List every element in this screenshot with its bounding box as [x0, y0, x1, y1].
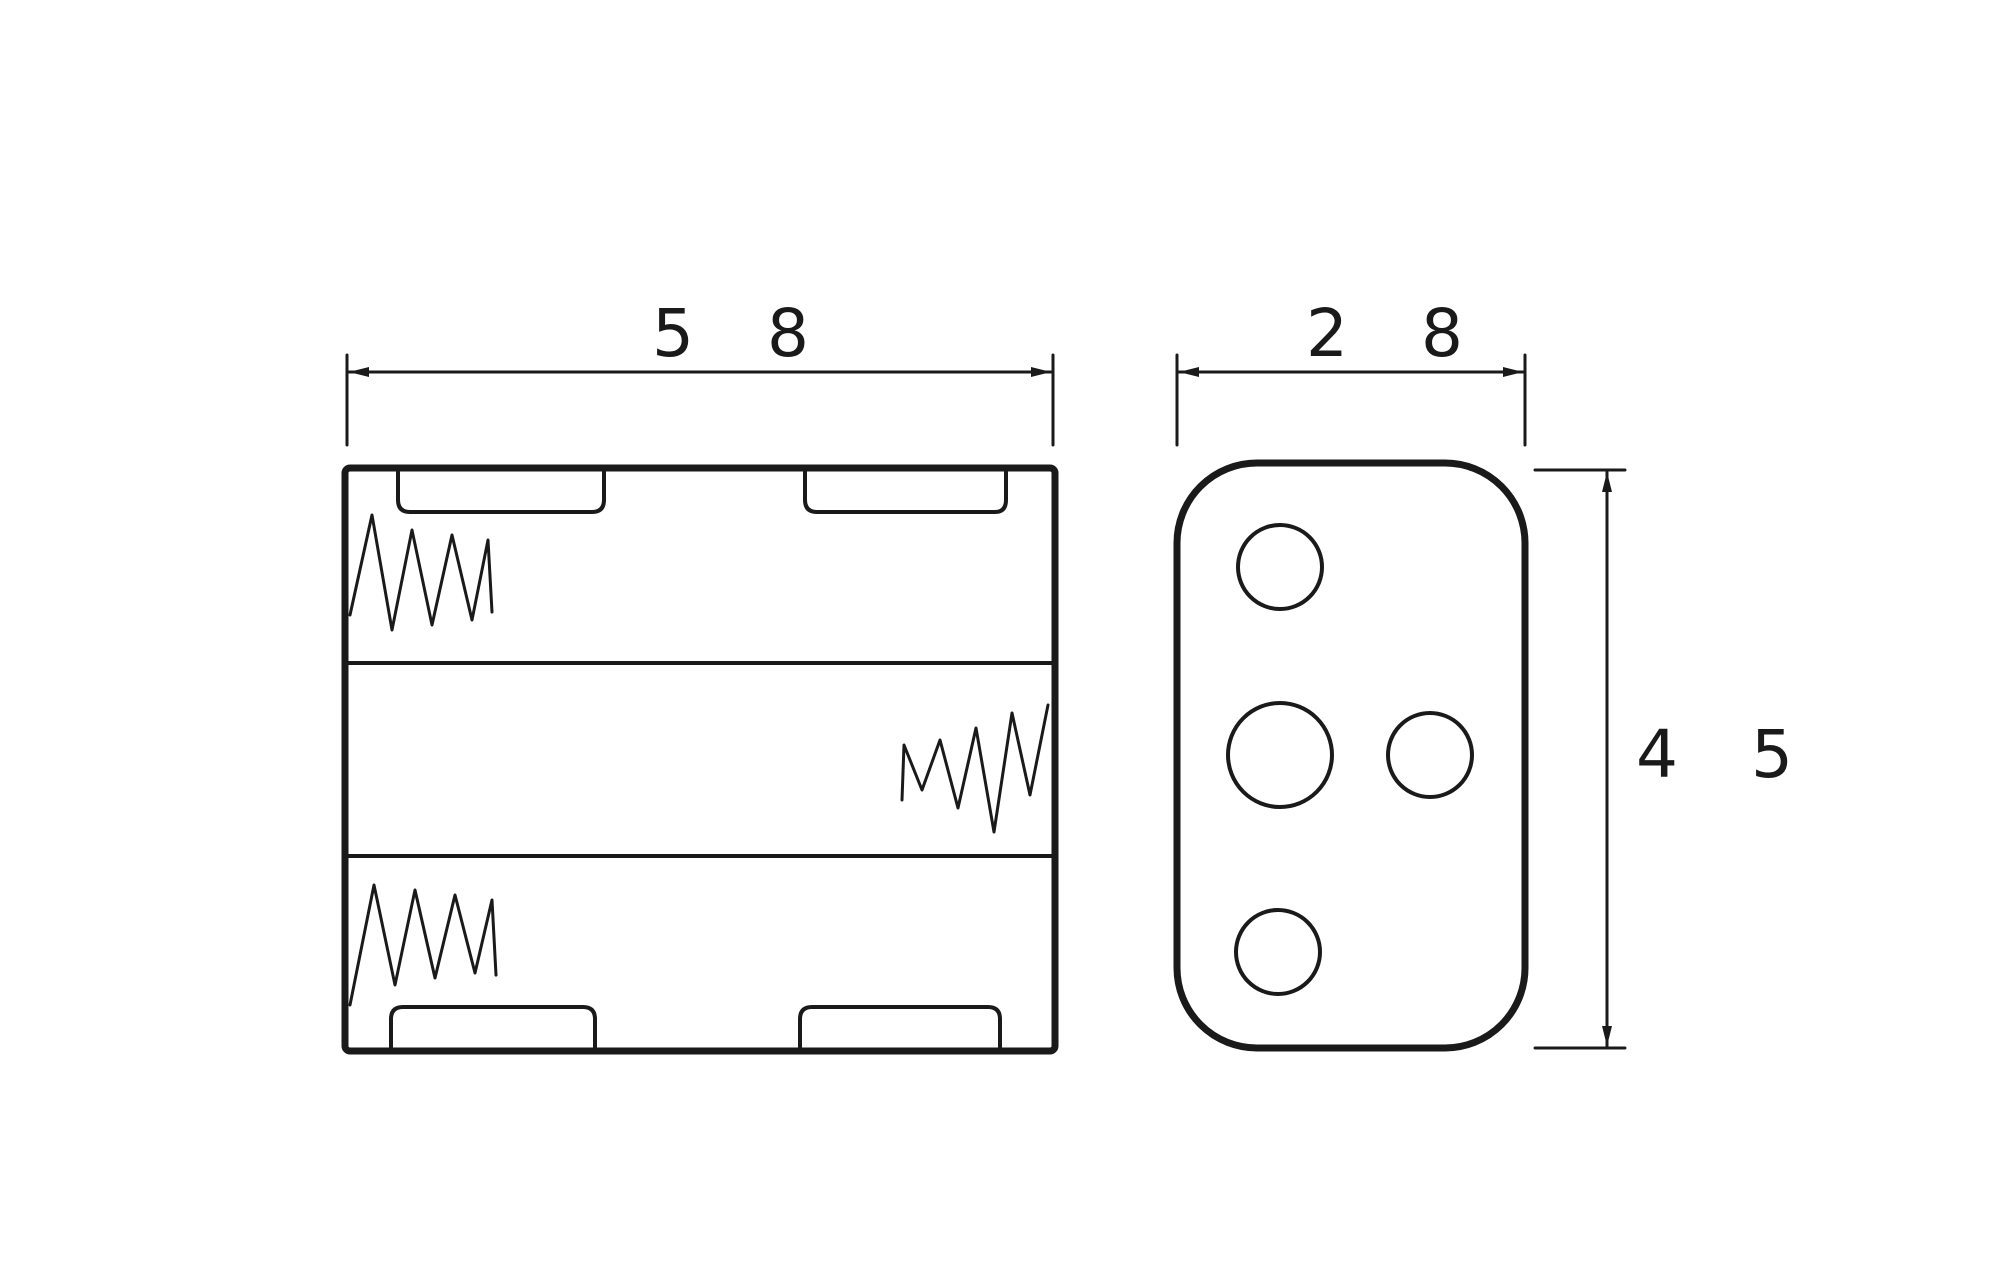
spring-bottom-left [348, 883, 498, 1007]
top-clip-left [396, 470, 606, 514]
front-width-label: 5 8 [652, 295, 835, 372]
front-width-dimension: 5 8 [345, 295, 1055, 447]
end-view: 2 8 4 5 [1173, 295, 1819, 1052]
front-case-outline [341, 464, 1059, 1055]
end-case-outline [1173, 459, 1529, 1052]
spring-middle-right [900, 703, 1050, 834]
terminal-hole-top [1236, 523, 1324, 611]
end-height-dimension: 4 5 [1533, 468, 1819, 1050]
terminal-hole-bottom [1234, 908, 1322, 996]
terminal-hole-middle [1226, 701, 1334, 809]
front-view: 5 8 [341, 295, 1059, 1055]
bottom-clip-left [389, 1005, 597, 1049]
terminal-hole-right [1386, 711, 1474, 799]
end-width-label: 2 8 [1306, 295, 1489, 372]
bottom-clip-right [798, 1005, 1002, 1049]
end-width-dimension: 2 8 [1175, 295, 1527, 447]
top-clip-right [803, 470, 1008, 514]
end-height-label: 4 5 [1636, 716, 1819, 793]
spring-top-left [348, 513, 494, 632]
